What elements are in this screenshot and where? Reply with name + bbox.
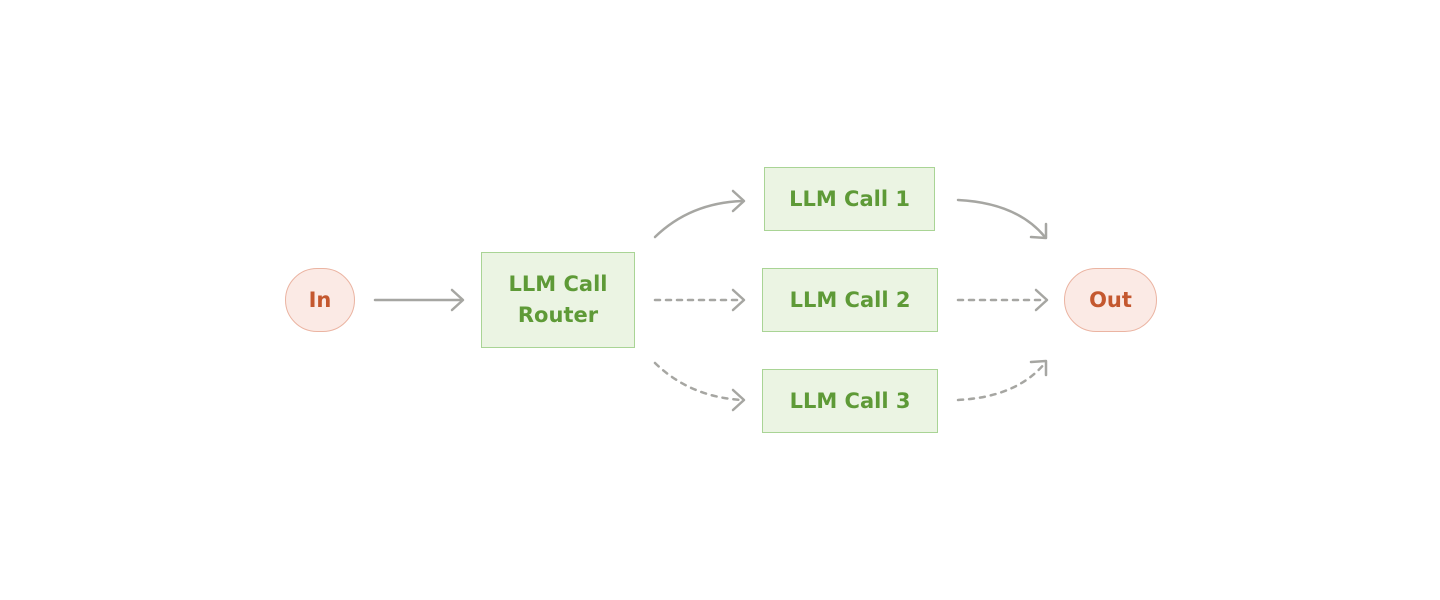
edge-router-to-call-2 xyxy=(653,288,746,312)
llm-call-2-node: LLM Call 2 xyxy=(762,268,938,332)
edge-router-to-call-3 xyxy=(653,361,746,412)
router-node: LLM Call Router xyxy=(481,252,635,348)
output-node-label: Out xyxy=(1089,287,1132,312)
edge-call-2-to-out xyxy=(956,288,1049,312)
edge-call-1-to-out xyxy=(956,198,1048,240)
llm-call-2-label: LLM Call 2 xyxy=(789,287,911,312)
llm-call-3-node: LLM Call 3 xyxy=(762,369,938,433)
input-node-label: In xyxy=(308,287,332,312)
input-node: In xyxy=(285,268,355,332)
llm-call-3-label: LLM Call 3 xyxy=(789,388,911,413)
llm-call-1-label: LLM Call 1 xyxy=(789,186,910,211)
edge-router-to-call-1 xyxy=(653,189,746,239)
output-node: Out xyxy=(1064,268,1157,332)
router-node-label: LLM Call Router xyxy=(508,272,608,327)
edge-call-3-to-out xyxy=(956,359,1048,402)
llm-call-1-node: LLM Call 1 xyxy=(764,167,935,231)
edge-in-to-router xyxy=(373,288,465,312)
